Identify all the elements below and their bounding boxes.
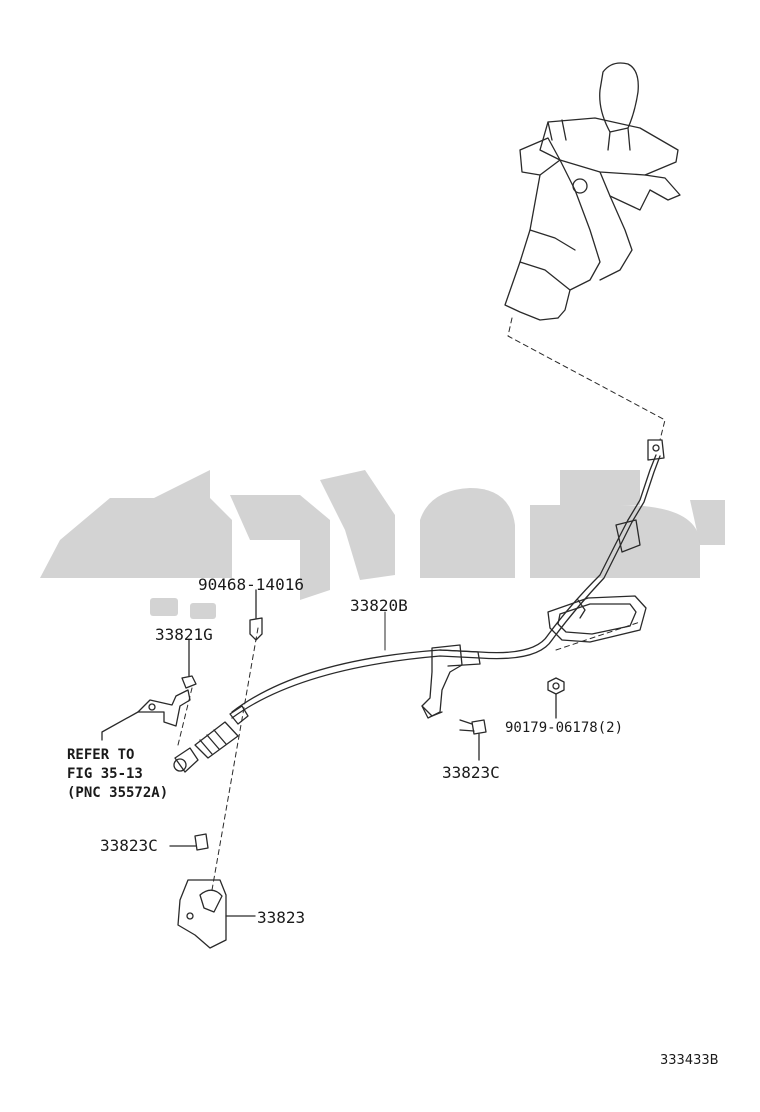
part-label-90179-06178: 90179-06178(2)	[505, 720, 624, 736]
nut-90179	[547, 677, 565, 719]
cable-bracket-plate	[547, 595, 647, 643]
part-label-33823c-center: 33823C	[442, 763, 500, 782]
part-label-33823c-left: 33823C	[100, 836, 158, 855]
clip-90468	[249, 589, 263, 641]
bolt-lower-left	[169, 833, 209, 851]
part-label-33820b: 33820B	[350, 596, 408, 615]
reference-note-line-1: REFER TO	[67, 747, 135, 763]
bracket-33823	[177, 879, 256, 949]
watermark-graphic	[40, 470, 725, 619]
bolt-center	[459, 719, 487, 761]
shift-cable	[231, 439, 665, 719]
bracket-left	[101, 689, 191, 741]
part-label-33821g: 33821G	[155, 625, 213, 644]
part-label-90468-14016: 90468-14016	[198, 575, 304, 594]
cable-end-left	[173, 705, 249, 773]
part-label-33823: 33823	[257, 908, 306, 927]
figure-number: 333433B	[660, 1053, 719, 1068]
reference-note-line-3: (PNC 35572A)	[67, 785, 169, 801]
cable-clamp	[421, 644, 481, 719]
reference-note: REFER TO FIG 35-13 (PNC 35572A)	[67, 746, 168, 803]
shift-lever-assembly	[504, 62, 681, 321]
grommet-33821g	[181, 639, 197, 689]
reference-note-line-2: FIG 35-13	[67, 766, 143, 782]
